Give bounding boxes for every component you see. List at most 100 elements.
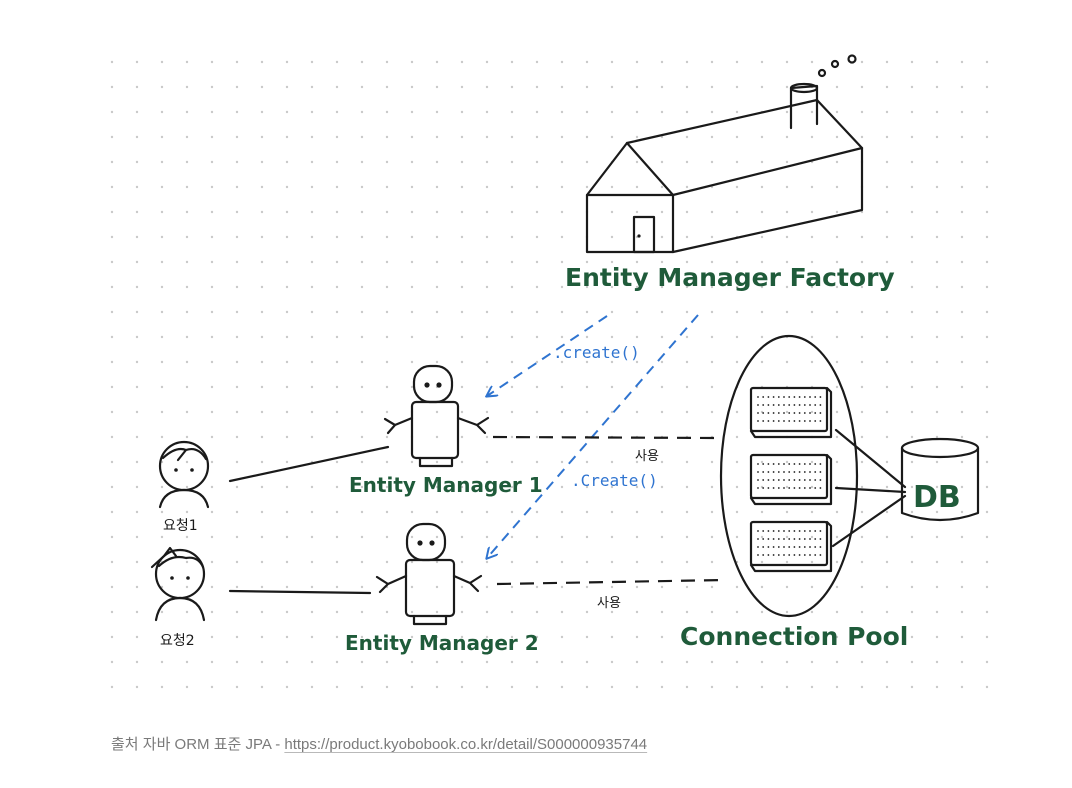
connection-card-dot (809, 530, 811, 532)
create-label-2: .Create() (571, 471, 658, 490)
connection-card-dot (772, 420, 775, 422)
connection-card-dot (809, 554, 811, 556)
connection-card-dot (762, 463, 765, 465)
connection-card-dot (798, 487, 801, 489)
connection-card-dot (757, 471, 759, 473)
connection-card-dot (819, 463, 822, 465)
connection-card-dot (814, 530, 817, 532)
connection-card-dot (783, 538, 785, 540)
source-link[interactable]: https://product.kyobobook.co.kr/detail/S… (284, 736, 648, 753)
factory-label: Entity Manager Factory (565, 263, 895, 292)
connection-card-dot (814, 538, 817, 540)
connection-card-dot (783, 396, 785, 398)
connection-card-dot (803, 479, 806, 481)
connection-card-dot (798, 463, 801, 465)
connection-card-dot (793, 412, 796, 414)
connection-card-dot (767, 404, 770, 406)
connection-card-dot (819, 487, 822, 489)
connection-card-dot (803, 396, 806, 398)
entity-manager-1-label: Entity Manager 1 (349, 473, 543, 497)
connection-card-dot (772, 404, 775, 406)
source-caption: 출처 자바 ORM 표준 JPA - https://product.kyobo… (111, 733, 647, 754)
connection-card-dot (788, 546, 791, 548)
connection-card-dot (788, 463, 791, 465)
connection-card-dot (814, 471, 817, 473)
connection-card-dot (819, 538, 822, 540)
connection-card-dot (783, 479, 785, 481)
connection-card-dot (772, 530, 775, 532)
connection-card-dot (819, 404, 822, 406)
connection-card-dot (757, 554, 759, 556)
connection-card-dot (819, 479, 822, 481)
connection-card-dot (777, 404, 780, 406)
connection-card-dot (819, 546, 822, 548)
connection-card-dot (757, 412, 759, 414)
factory-building-icon (585, 54, 864, 254)
connection-card-dot (777, 479, 780, 481)
connection-card-dot (783, 420, 785, 422)
connection-card-dot (819, 554, 822, 556)
connection-card-dot (809, 471, 811, 473)
connection-pool-ellipse (719, 334, 859, 618)
connection-card-dot (772, 396, 775, 398)
connection-card-dot (798, 538, 801, 540)
connection-card-dot (762, 554, 765, 556)
connection-card-dot (757, 463, 759, 465)
connection-card-dot (798, 420, 801, 422)
connection-card-dot (803, 471, 806, 473)
connection-card-dot (798, 412, 801, 414)
connection-card-dot (767, 463, 770, 465)
connection-card-dot (777, 396, 780, 398)
connection-card-dot (767, 554, 770, 556)
dot-grid-background (100, 40, 1000, 700)
connection-card-dot (783, 463, 785, 465)
connection-card-dot (793, 487, 796, 489)
connection-card-dot (767, 487, 770, 489)
connection-card-dot (767, 412, 770, 414)
connection-card-dot (803, 554, 806, 556)
connection-card-dot (772, 463, 775, 465)
connection-card-dot (767, 471, 770, 473)
request-2-person-icon (150, 546, 206, 622)
connection-card-dot (762, 420, 765, 422)
connection-card-dot (772, 487, 775, 489)
connection-card-dot (772, 546, 775, 548)
jpa-entity-manager-diagram: Entity Manager Factory .create() .Create… (100, 40, 1000, 700)
use-label-1: 사용 (635, 449, 659, 464)
connection-card-dot (777, 412, 780, 414)
connection-card-dot (788, 396, 791, 398)
request-1-label: 요청1 (163, 518, 198, 534)
connection-card-dot (803, 404, 806, 406)
connection-card-dot (793, 538, 796, 540)
connection-card-dot (777, 530, 780, 532)
connection-card-dot (777, 546, 780, 548)
connection-card-dot (814, 412, 817, 414)
connection-card-dot (757, 546, 759, 548)
connection-card-dot (757, 479, 759, 481)
connection-card-dot (814, 554, 817, 556)
connection-card-dot (803, 487, 806, 489)
connection-card-dot (762, 530, 765, 532)
connection-card-dot (762, 396, 765, 398)
connection-card-dot (819, 420, 822, 422)
connection-card-dot (783, 412, 785, 414)
connection-card-dot (819, 471, 822, 473)
connection-card-dot (798, 396, 801, 398)
connection-card-dot (767, 530, 770, 532)
connection-card-dot (783, 554, 785, 556)
connection-card-dot (793, 530, 796, 532)
connection-pool-label: Connection Pool (680, 622, 908, 651)
connection-card-dot (798, 530, 801, 532)
connection-card-dot (814, 404, 817, 406)
connection-card-dot (767, 479, 770, 481)
connection-card-dot (783, 487, 785, 489)
manager-1-use-line (492, 435, 718, 440)
connection-card-dot (762, 404, 765, 406)
connection-card-dot (793, 471, 796, 473)
connection-card-dot (788, 554, 791, 556)
connection-card-dot (803, 420, 806, 422)
connection-card-dot (767, 396, 770, 398)
connection-card-dot (783, 471, 785, 473)
connection-card-dot (803, 546, 806, 548)
